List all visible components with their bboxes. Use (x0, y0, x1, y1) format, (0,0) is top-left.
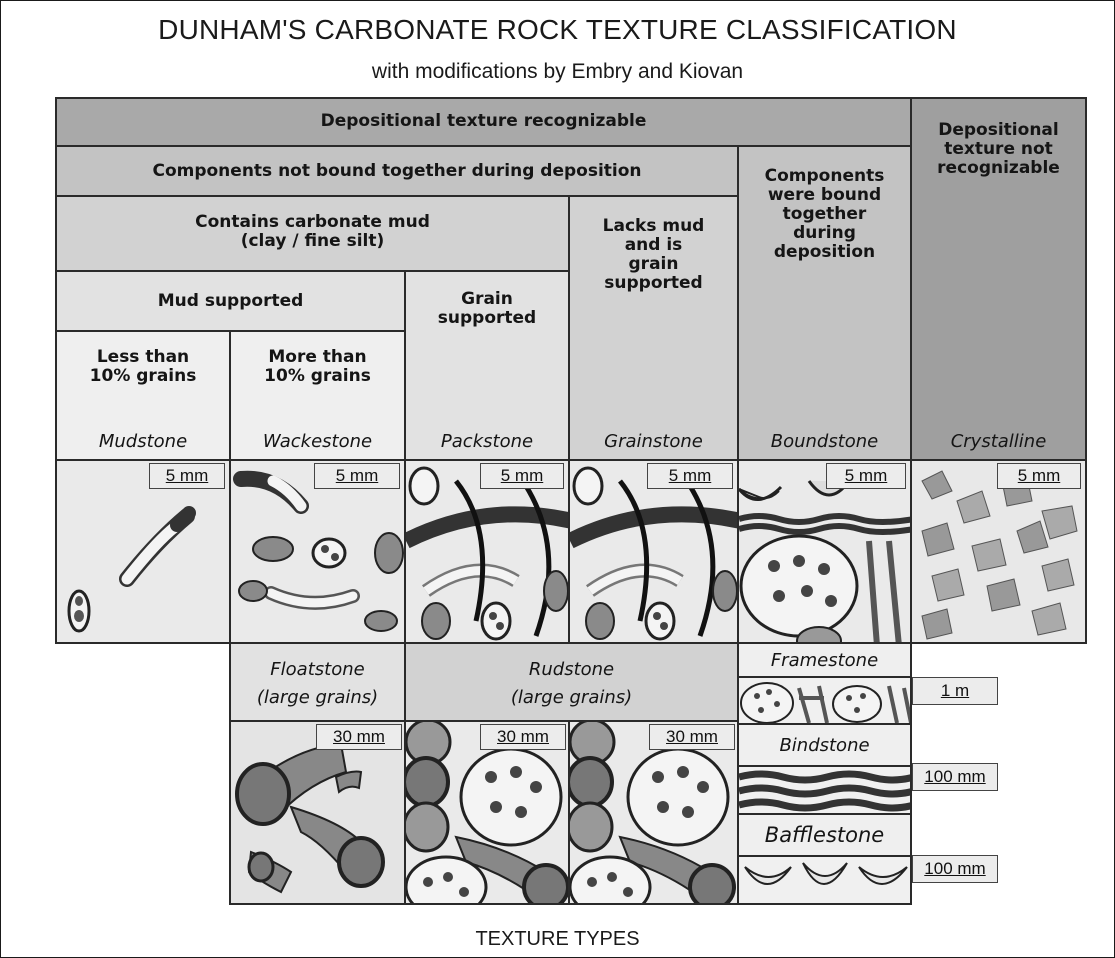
figure-footer: TEXTURE TYPES (0, 928, 1115, 951)
header-grain-supported-label: Grain supported (406, 290, 568, 328)
header-bound-label: Components were bound together during de… (739, 167, 910, 262)
header-mud-supported-label: Mud supported (57, 292, 404, 311)
texture-boundstone: 5 mm (737, 459, 912, 644)
rock-name-bindstone: Bindstone (739, 735, 910, 756)
scale-bar-rudstone-1: 30 mm (480, 724, 566, 750)
rock-name-crystalline: Crystalline (910, 431, 1087, 452)
header-depositional-recognizable: Depositional texture recognizable (55, 97, 912, 147)
scale-bar-grainstone: 5 mm (647, 463, 733, 489)
framestone-texture-graphic (739, 678, 912, 725)
texture-framestone (737, 676, 912, 725)
texture-floatstone: 30 mm (229, 720, 406, 905)
scale-bar-rudstone-2: 30 mm (649, 724, 735, 750)
rock-name-framestone: Framestone (739, 650, 910, 671)
figure-subtitle: with modifications by Embry and Kiovan (0, 60, 1115, 84)
header-mud-supported: Mud supported (55, 270, 406, 332)
texture-wackestone: 5 mm (229, 459, 406, 644)
header-less-than-label: Less than 10% grains (57, 348, 229, 386)
bindstone-texture-graphic (739, 767, 912, 815)
header-not-recognizable-label: Depositional texture not recognizable (912, 121, 1085, 178)
header-contains-mud: Contains carbonate mud (clay / fine silt… (55, 195, 570, 272)
scale-bar-bindstone: 100 mm (912, 763, 998, 791)
bafflestone-texture-graphic (739, 857, 912, 905)
scale-bar-packstone: 5 mm (480, 463, 564, 489)
texture-bindstone (737, 765, 912, 815)
rock-name-packstone: Packstone (404, 431, 570, 452)
scale-bar-framestone: 1 m (912, 677, 998, 705)
header-lacks-mud: Lacks mud and is grain supported (568, 195, 739, 463)
header-contains-mud-label: Contains carbonate mud (clay / fine silt… (57, 213, 568, 251)
floatstone-label-cell: Floatstone (large grains) (229, 642, 406, 722)
texture-bafflestone (737, 855, 912, 905)
header-not-bound-label: Components not bound together during dep… (57, 162, 737, 181)
texture-grainstone: 5 mm (568, 459, 739, 644)
scale-bar-mudstone: 5 mm (149, 463, 225, 489)
rock-name-boundstone: Boundstone (737, 431, 912, 452)
header-lacks-mud-label: Lacks mud and is grain supported (570, 217, 737, 293)
scale-bar-floatstone: 30 mm (316, 724, 402, 750)
rock-name-wackestone: Wackestone (229, 431, 406, 452)
header-bound: Components were bound together during de… (737, 145, 912, 463)
framestone-label-cell: Framestone (737, 642, 912, 678)
header-not-recognizable: Depositional texture not recognizable (910, 97, 1087, 463)
rock-name-rudstone: Rudstone (large grains) (406, 656, 737, 712)
header-not-bound: Components not bound together during dep… (55, 145, 739, 197)
rock-name-grainstone: Grainstone (568, 431, 739, 452)
figure-title: DUNHAM'S CARBONATE ROCK TEXTURE CLASSIFI… (0, 14, 1115, 46)
scale-bar-boundstone: 5 mm (826, 463, 906, 489)
texture-crystalline: 5 mm (910, 459, 1087, 644)
header-more-than-label: More than 10% grains (231, 348, 404, 386)
texture-rudstone-2: 30 mm (568, 720, 739, 905)
bafflestone-label-cell: Bafflestone (737, 813, 912, 857)
rock-name-mudstone: Mudstone (55, 431, 231, 452)
rock-name-floatstone: Floatstone (large grains) (231, 656, 404, 712)
texture-packstone: 5 mm (404, 459, 570, 644)
scale-bar-bafflestone: 100 mm (912, 855, 998, 883)
scale-bar-crystalline: 5 mm (997, 463, 1081, 489)
rock-name-bafflestone: Bafflestone (739, 823, 910, 847)
header-depositional-recognizable-label: Depositional texture recognizable (57, 112, 910, 131)
bindstone-label-cell: Bindstone (737, 723, 912, 767)
texture-mudstone: 5 mm (55, 459, 231, 644)
texture-rudstone-1: 30 mm (404, 720, 570, 905)
rudstone-label-cell: Rudstone (large grains) (404, 642, 739, 722)
scale-bar-wackestone: 5 mm (314, 463, 400, 489)
